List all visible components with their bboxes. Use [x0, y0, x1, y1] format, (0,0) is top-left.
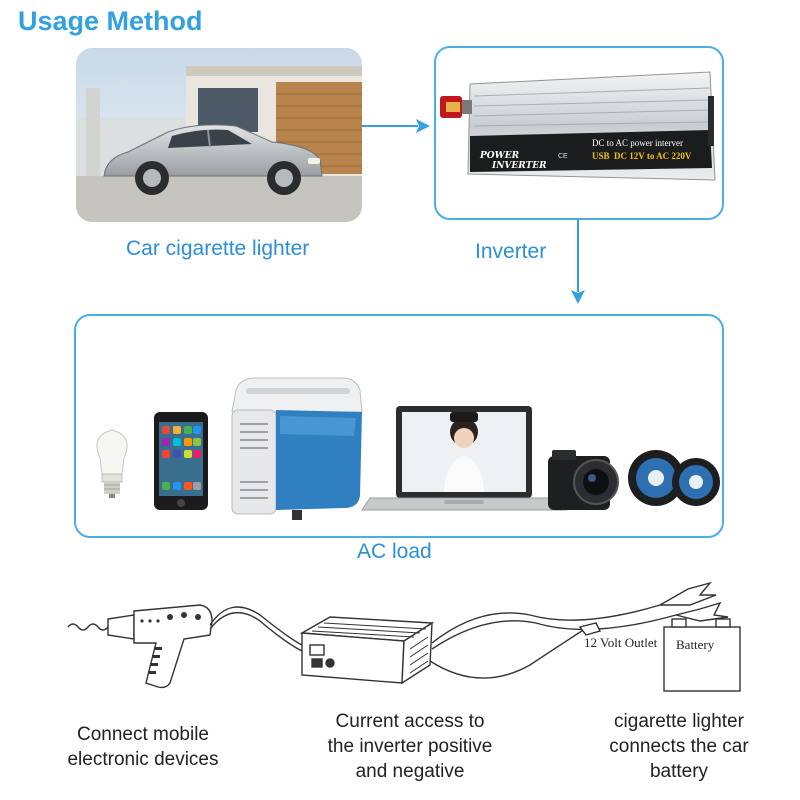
power-cable: [209, 612, 303, 652]
drill-icon: [67, 604, 213, 689]
laptop-icon: [361, 406, 567, 511]
wiring-sketch: 12 Volt Outlet Battery: [60, 565, 760, 705]
caption-line: electronic devices: [67, 749, 219, 770]
car-speakers-icon: [628, 450, 720, 506]
inverter-caption: Inverter: [475, 240, 547, 263]
caption-line: Connect mobile: [76, 724, 210, 745]
outlet-plug-icon: [578, 622, 602, 636]
arrow-head-down-icon: [571, 290, 585, 304]
arrow-head-right-icon: [416, 119, 430, 133]
inverter-spec-line1: DC to AC power interver: [592, 138, 683, 148]
battery-label: Battery: [676, 637, 715, 652]
smartphone-icon: [154, 412, 208, 510]
inverter-image: POWER INVERTER DC to AC power interver U…: [440, 62, 720, 192]
inverter-sketch-icon: [299, 616, 435, 685]
ce-mark: CE: [558, 153, 568, 160]
caption-line: Current access to: [335, 711, 485, 732]
mini-fridge-icon: [231, 377, 363, 520]
ac-load-caption: AC load: [357, 540, 432, 563]
light-bulb-icon: [96, 429, 128, 498]
battery-cable: [431, 614, 677, 650]
cigarette-plug-cable: [429, 626, 589, 679]
camera-icon: [548, 450, 619, 510]
caption-line: connects the car: [609, 736, 749, 757]
battery-cable: [431, 604, 661, 644]
caption-line: and negative: [355, 761, 465, 782]
caption-line: the inverter positive: [327, 736, 493, 757]
caption-line: cigarette lighter: [614, 711, 744, 732]
page-title: Usage Method: [18, 6, 203, 36]
source-caption: Car cigarette lighter: [126, 237, 310, 260]
power-cable: [209, 606, 303, 646]
caption-connect-devices: Connect mobile electronic devices: [40, 722, 246, 772]
battery-clamp-icon: [657, 581, 729, 622]
caption-line: battery: [649, 761, 709, 782]
battery-icon: [663, 618, 741, 692]
caption-inverter-access: Current access to the inverter positive …: [298, 709, 522, 784]
flow-arrows: [362, 119, 585, 304]
inverter-spec-line2: DC 12V to AC 220V: [614, 151, 692, 161]
inverter-brand-line1: POWER: [479, 151, 520, 161]
car-photo: [76, 48, 362, 222]
ac-load-devices: [80, 370, 720, 530]
caption-lighter-battery: cigarette lighter connects the car batte…: [574, 709, 784, 784]
outlet-label: 12 Volt Outlet: [584, 635, 658, 650]
inverter-brand-line2: INVERTER: [491, 161, 547, 171]
inverter-spec-usb: USB: [592, 151, 610, 161]
